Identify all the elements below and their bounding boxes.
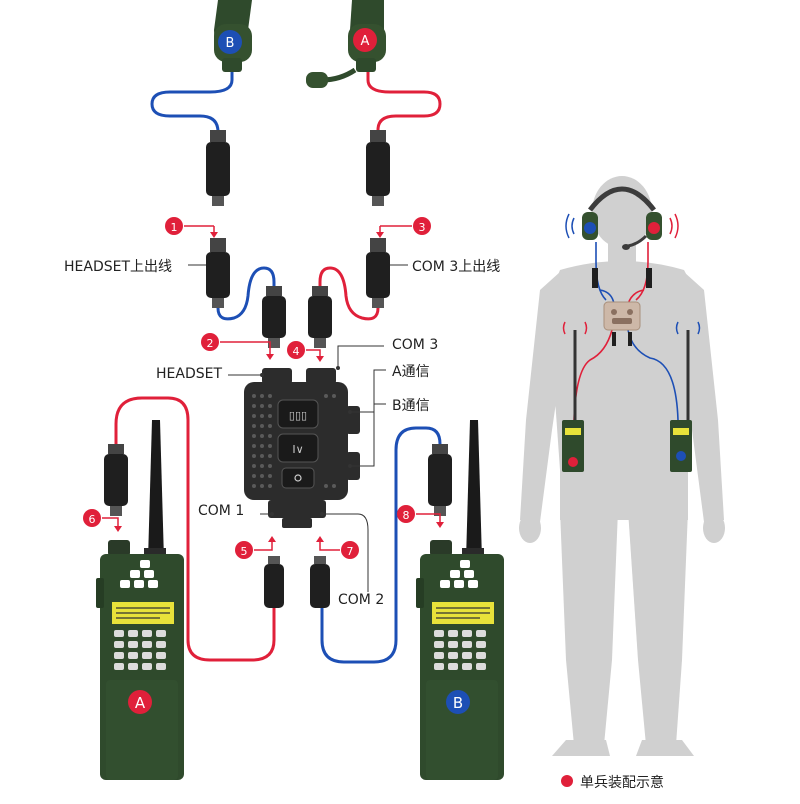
hub-button-mid[interactable] [277, 433, 319, 463]
figure-radio-a [562, 321, 588, 472]
marker-6: 6 [83, 509, 122, 532]
ptt-hub: ▯▯▯ I∨ [244, 368, 360, 528]
plug-top-right [366, 130, 390, 206]
label-com3-cable: COM 3上出线 [412, 259, 501, 275]
earpiece-b [214, 0, 252, 72]
plug-com2 [310, 556, 330, 608]
legend-text: 单兵装配示意 [580, 775, 664, 791]
label-b-comm: B通信 [392, 398, 430, 414]
cable-headset-b [150, 72, 234, 142]
marker-2: 2 [201, 333, 274, 360]
plug-radio-b [428, 444, 452, 516]
marker-3: 3 [376, 217, 431, 238]
marker-1: 1 [165, 217, 218, 238]
earpiece-b-badge: B [226, 36, 235, 51]
marker-2-text: 2 [207, 337, 214, 350]
svg-text:I∨: I∨ [292, 443, 303, 456]
plug-hub-headset [262, 286, 286, 348]
figure-radio-b [670, 321, 701, 472]
hub-button-top[interactable] [277, 399, 319, 429]
plug-radio-a [104, 444, 128, 516]
figure-badge-b [584, 222, 596, 234]
label-a-comm: A通信 [392, 364, 430, 380]
marker-6-text: 6 [89, 513, 96, 526]
marker-5-text: 5 [241, 545, 248, 558]
cable-com1-radio-a [114, 396, 276, 662]
radio-b [416, 420, 504, 780]
earpiece-a [306, 0, 386, 88]
marker-4: 4 [287, 341, 324, 362]
soldier-figure [519, 176, 725, 756]
svg-text:▯▯▯: ▯▯▯ [289, 409, 307, 422]
radio-a-badge-circle [128, 690, 152, 714]
figure-badge-a [648, 222, 660, 234]
label-headset: HEADSET [156, 366, 223, 382]
marker-8: 8 [397, 505, 444, 528]
radio-a [96, 420, 184, 780]
plug-com1 [264, 556, 284, 608]
plug-hub-com3 [308, 286, 332, 348]
cable-com2-radio-b [320, 426, 442, 664]
label-headset-cable: HEADSET上出线 [64, 259, 173, 275]
cable-com3-extension [318, 266, 380, 321]
socket-headset-cable [206, 238, 230, 308]
hub-button-bottom[interactable] [281, 467, 315, 489]
cable-headset-a [366, 72, 442, 142]
label-com2: COM 2 [338, 592, 385, 608]
radio-a-badge: A [135, 694, 146, 712]
marker-7: 7 [316, 536, 359, 559]
socket-com3-cable [366, 238, 390, 308]
hub-texture [252, 394, 336, 488]
radio-b-badge-circle [446, 690, 470, 714]
hub-callouts [228, 345, 386, 592]
earpiece-a-badge: A [361, 34, 370, 49]
figure-hub [603, 301, 641, 331]
marker-7-text: 7 [347, 545, 354, 558]
marker-8-text: 8 [403, 509, 410, 522]
figure-headset [565, 186, 679, 250]
plug-top-left [206, 130, 230, 206]
marker-3-text: 3 [419, 221, 426, 234]
radio-b-badge: B [453, 694, 463, 712]
legend-dot [561, 775, 573, 787]
cable-headset-extension [216, 266, 276, 321]
label-com3: COM 3 [392, 337, 439, 353]
marker-5: 5 [235, 536, 276, 559]
marker-4-text: 4 [293, 345, 300, 358]
marker-1-text: 1 [171, 221, 178, 234]
label-com1: COM 1 [198, 503, 245, 519]
